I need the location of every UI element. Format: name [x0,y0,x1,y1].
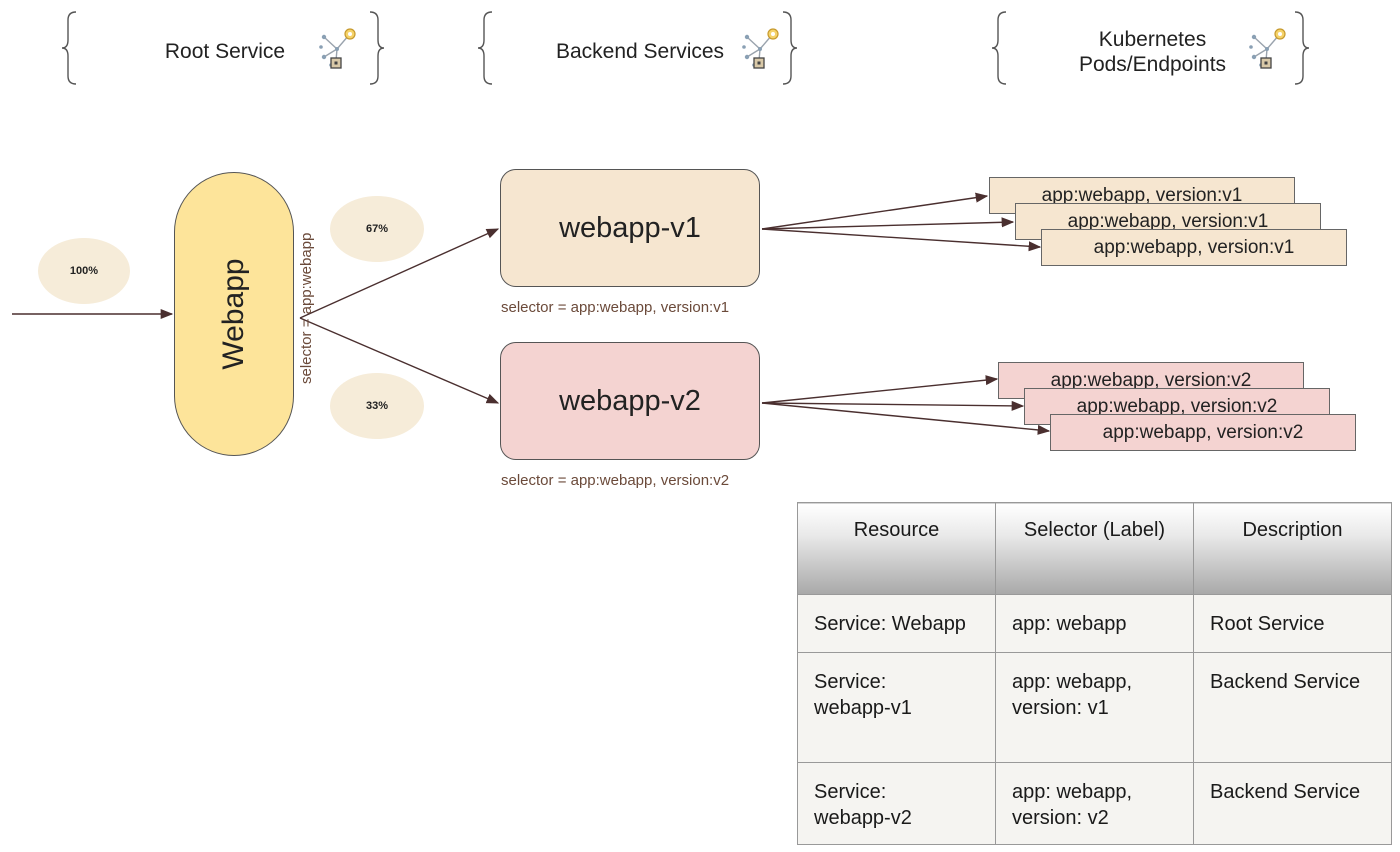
cell-text: version: v1 [1012,697,1109,719]
header-pods-endpoints: Kubernetes Pods/Endpoints [1065,27,1240,77]
backend-service-webapp-v1: webapp-v1 [500,169,760,287]
cell-text: webapp-v1 [814,697,912,719]
cell-selector: app: webapp, version: v1 [995,652,1194,763]
cell-text: version: v2 [1012,807,1109,829]
arrow-to-v1 [299,228,500,319]
cell-selector: app: webapp [995,594,1194,653]
cell-resource: Service: Webapp [797,594,996,653]
arrow-v2-pod-3 [761,402,1051,435]
root-service-webapp: Webapp [174,172,294,456]
cell-description: Root Service [1193,594,1392,653]
root-service-label: Webapp [217,258,250,370]
header-braces [61,11,1310,85]
column-header-selector: Selector (Label) [995,502,1194,595]
traffic-arrows [12,192,1051,435]
header-root-service: Root Service [164,40,286,63]
arrow-v1-pod-2 [761,217,1015,230]
kubernetes-service-icon [1249,28,1286,69]
table-row: Service: webapp-v1 app: webapp, version: v… [797,652,1392,763]
cell-description: Backend Service [1193,762,1392,845]
column-header-resource: Resource [797,502,996,595]
header-backend-services: Backend Services [555,40,725,63]
arrow-to-v2 [299,317,500,404]
arrow-v1-pod-1 [761,192,989,230]
arrow-v2-pod-2 [761,400,1025,411]
cell-text: Service: [814,671,887,693]
cell-resource: Service: webapp-v2 [797,762,996,845]
traffic-percent-v1: 67% [330,196,424,262]
cell-text: Service: Webapp [814,613,966,635]
cell-text: app: webapp, [1012,781,1133,803]
cell-text: app: webapp [1012,613,1127,635]
header-pods-line1: Kubernetes [1098,28,1207,51]
cell-description: Backend Service [1193,652,1392,763]
column-header-description: Description [1193,502,1392,595]
cell-text: app: webapp, [1012,671,1133,693]
backend-v2-selector: selector = app:webapp, version:v2 [501,472,730,489]
root-service-selector: selector = app:webapp [298,232,315,384]
cell-text: Service: [814,781,887,803]
pod-v2-3: app:webapp, version:v2 [1050,414,1356,451]
backend-v1-selector: selector = app:webapp, version:v1 [501,299,730,316]
arrow-v1-pod-3 [761,228,1042,252]
traffic-percent-incoming: 100% [38,238,130,304]
cell-resource: Service: webapp-v1 [797,652,996,763]
arrow-v2-pod-1 [761,375,999,404]
table-row: Service: webapp-v2 app: webapp, version: v… [797,762,1392,845]
kubernetes-service-icon [319,28,356,69]
kubernetes-service-icon [742,28,779,69]
cell-text: webapp-v2 [814,807,912,829]
header-pods-line2: Pods/Endpoints [1078,53,1227,76]
pod-v1-3: app:webapp, version:v1 [1041,229,1347,266]
table-header-row: Resource Selector (Label) Description [797,502,1392,595]
backend-service-webapp-v2: webapp-v2 [500,342,760,460]
selector-table: Resource Selector (Label) Description Se… [797,502,1392,845]
cell-selector: app: webapp, version: v2 [995,762,1194,845]
table-row: Service: Webapp app: webapp Root Service [797,594,1392,653]
traffic-percent-v2: 33% [330,373,424,439]
